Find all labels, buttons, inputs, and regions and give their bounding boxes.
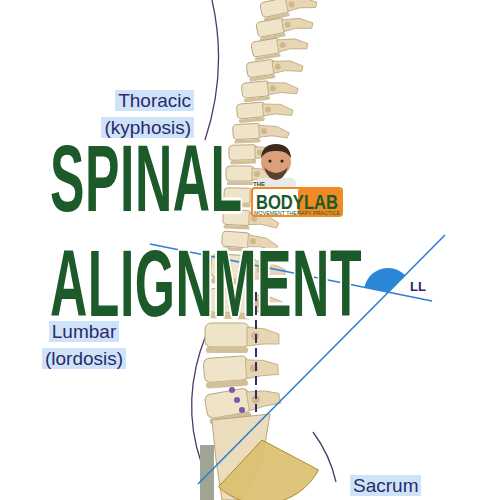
title: SPINAL ALIGNMENT (50, 126, 333, 336)
marker-dot (234, 397, 240, 403)
logo-portrait (252, 144, 342, 216)
logo-tagline: MOVEMENT THERAPY PRACTICE (254, 209, 340, 217)
logo-text: BODYLAB (256, 190, 338, 213)
region-label-box: Sacrum (350, 472, 470, 499)
region-bracket (192, 335, 206, 462)
region-bracket (205, 0, 219, 140)
region-label: Lumbar (lordosis) (42, 321, 126, 369)
region-label: Sacrum (350, 475, 421, 496)
logo-text: THE (253, 180, 265, 188)
pelvis-bar (200, 445, 214, 500)
marker-dot (229, 387, 235, 393)
angle-sector (365, 268, 406, 292)
region-label-box: Thoracic (kyphosis) (78, 87, 194, 141)
marker-dot (239, 407, 245, 413)
angle-label: LL (410, 279, 426, 294)
region-label-box: Lumbar (lordosis) (22, 318, 146, 372)
region-label: Thoracic (kyphosis) (101, 90, 194, 138)
